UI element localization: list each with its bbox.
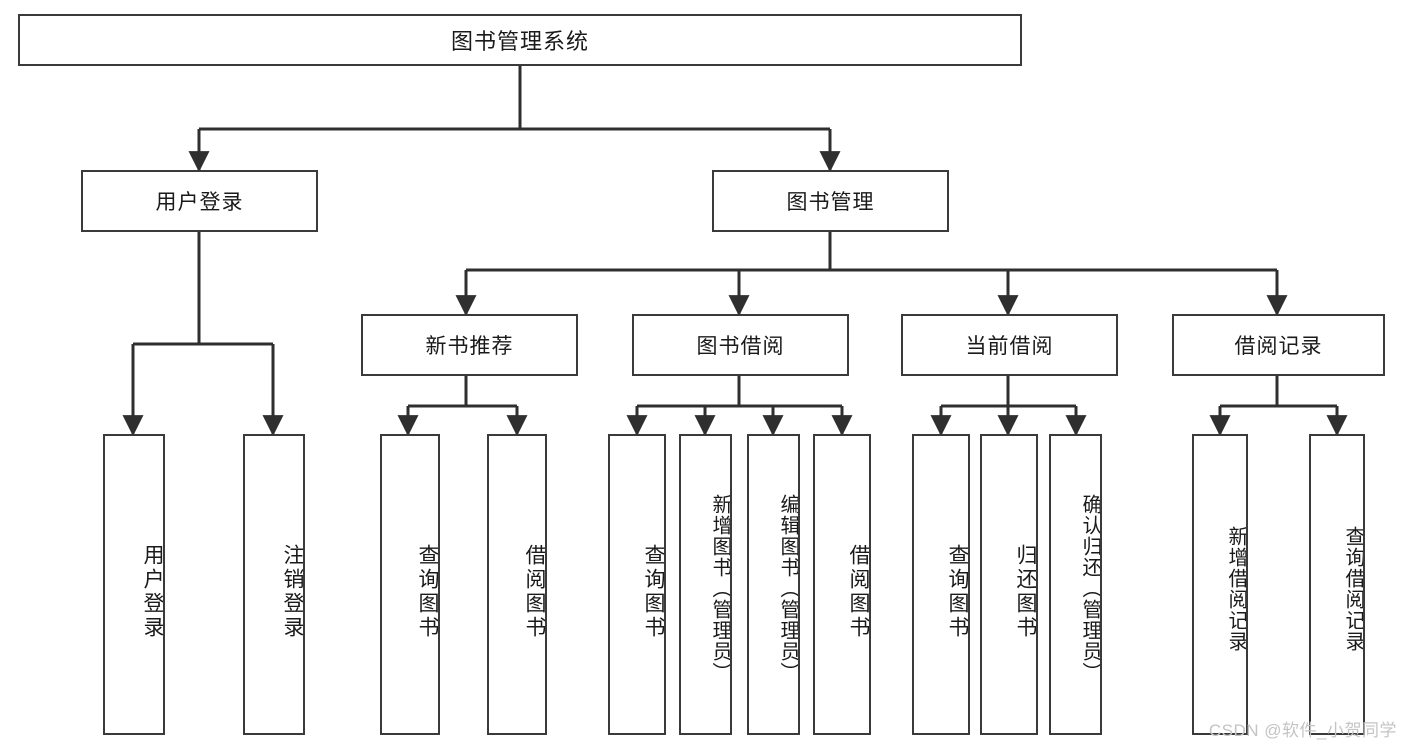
node-leaf-confirm-return[interactable]: 确认归还（管理员） bbox=[1049, 434, 1102, 735]
node-leaf-edit-book[interactable]: 编辑图书（管理员） bbox=[747, 434, 800, 735]
node-book-borrow[interactable]: 图书借阅 bbox=[632, 314, 849, 376]
node-leaf-query-record[interactable]: 查询借阅记录 bbox=[1309, 434, 1365, 735]
node-leaf-add-book[interactable]: 新增图书（管理员） bbox=[679, 434, 732, 735]
node-borrow-record[interactable]: 借阅记录 bbox=[1172, 314, 1385, 376]
node-root-system[interactable]: 图书管理系统 bbox=[18, 14, 1022, 66]
watermark-text: CSDN @软件_小贺同学 bbox=[1208, 721, 1397, 740]
node-user-login[interactable]: 用户登录 bbox=[81, 170, 318, 232]
node-leaf-borrow-book-1[interactable]: 借阅图书 bbox=[487, 434, 547, 735]
node-leaf-query-book-3[interactable]: 查询图书 bbox=[912, 434, 970, 735]
node-leaf-query-book-2[interactable]: 查询图书 bbox=[608, 434, 666, 735]
node-leaf-add-record[interactable]: 新增借阅记录 bbox=[1192, 434, 1248, 735]
node-leaf-user-login[interactable]: 用户登录 bbox=[103, 434, 165, 735]
node-new-book-recommend[interactable]: 新书推荐 bbox=[361, 314, 578, 376]
node-leaf-borrow-book-2[interactable]: 借阅图书 bbox=[813, 434, 871, 735]
node-leaf-query-book-1[interactable]: 查询图书 bbox=[380, 434, 440, 735]
node-book-manage[interactable]: 图书管理 bbox=[712, 170, 949, 232]
node-leaf-logout[interactable]: 注销登录 bbox=[243, 434, 305, 735]
node-leaf-return-book[interactable]: 归还图书 bbox=[980, 434, 1038, 735]
node-current-borrow[interactable]: 当前借阅 bbox=[901, 314, 1118, 376]
